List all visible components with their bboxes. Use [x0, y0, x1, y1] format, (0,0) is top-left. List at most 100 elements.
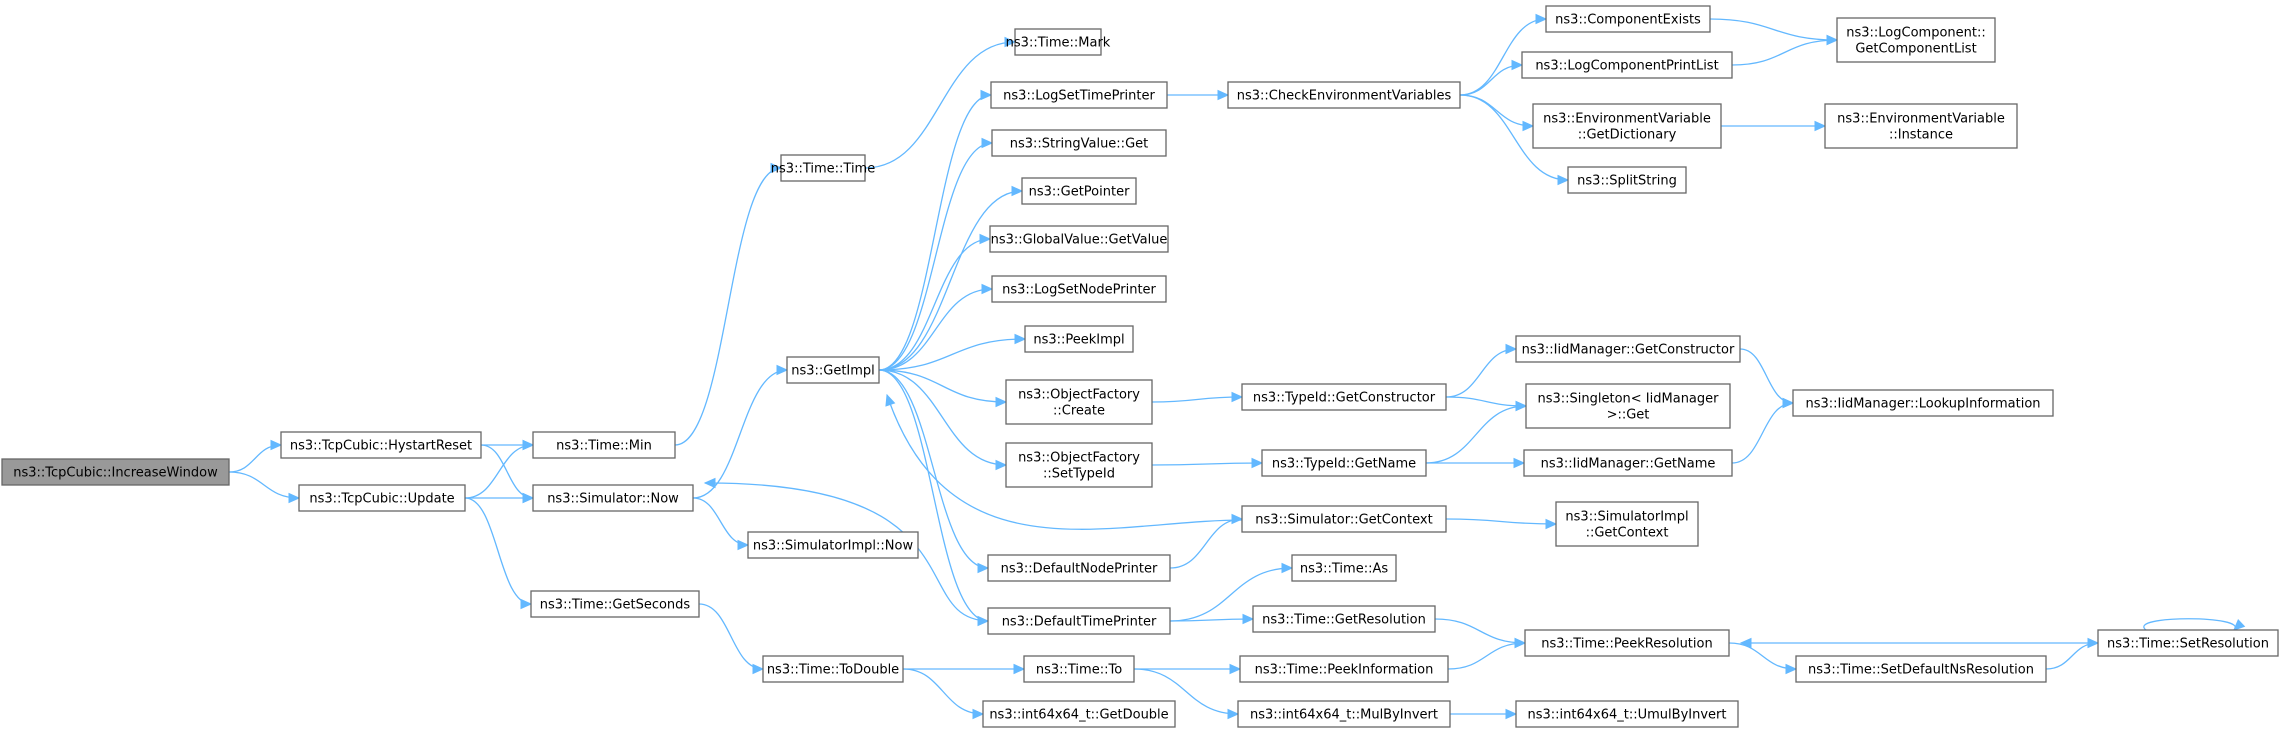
node-label: ns3::SimulatorImpl	[1565, 510, 1688, 525]
edge-line	[878, 94, 992, 371]
node-defaultnodeprinter[interactable]: ns3::DefaultNodePrinter	[987, 554, 1171, 582]
call-edge	[902, 668, 985, 720]
node-label: ns3::LogComponent::	[1846, 26, 1986, 41]
node-label: ns3::SimulatorImpl::Now	[753, 539, 914, 554]
node-label: ns3::LogComponentPrintList	[1535, 59, 1718, 74]
edge-arrowhead	[1229, 663, 1242, 675]
node-splitstring[interactable]: ns3::SplitString	[1567, 166, 1687, 194]
call-edge	[878, 333, 1027, 371]
node-time-to[interactable]: ns3::Time::To	[1023, 655, 1135, 683]
node-time-mark[interactable]: ns3::Time::Mark	[1006, 28, 1111, 56]
node-time-peekinformation[interactable]: ns3::Time::PeekInformation	[1239, 655, 1449, 683]
edge-line	[878, 369, 989, 569]
node-iidmanager-lookupinformation[interactable]: ns3::IidManager::LookupInformation	[1792, 389, 2054, 417]
node-time-time[interactable]: ns3::Time::Time	[771, 154, 875, 182]
node-hystart-reset[interactable]: ns3::TcpCubic::HystartReset	[280, 431, 482, 459]
node-time-as[interactable]: ns3::Time::As	[1291, 554, 1397, 582]
node-increase-window[interactable]: ns3::TcpCubic::IncreaseWindow	[1, 458, 230, 486]
edge-arrowhead	[703, 477, 716, 489]
node-label: ns3::EnvironmentVariable	[1543, 112, 1711, 127]
edge-line	[864, 41, 1016, 169]
node-box	[1237, 700, 1451, 728]
node-label: ::Create	[1053, 404, 1105, 419]
node-label: >::Get	[1607, 408, 1650, 423]
edge-arrowhead	[737, 539, 750, 551]
node-box	[989, 225, 1169, 253]
node-int64-mulbyinvert[interactable]: ns3::int64x64_t::MulByInvert	[1237, 700, 1451, 728]
node-time-getseconds[interactable]: ns3::Time::GetSeconds	[530, 590, 700, 618]
call-edge	[674, 162, 783, 446]
call-edge	[1434, 618, 1527, 649]
node-sim-now[interactable]: ns3::Simulator::Now	[532, 484, 694, 512]
edge-line	[1445, 396, 1527, 407]
edge-line	[1434, 618, 1526, 644]
edge-arrowhead	[288, 492, 301, 504]
node-globalvalue-getvalue[interactable]: ns3::GlobalValue::GetValue	[989, 225, 1169, 253]
node-time-setresolution[interactable]: ns3::Time::SetResolution	[2097, 629, 2279, 657]
node-label: ns3::IidManager::LookupInformation	[1805, 397, 2040, 412]
edge-line	[878, 338, 1026, 371]
node-label: ns3::int64x64_t::MulByInvert	[1250, 708, 1438, 723]
node-box	[1555, 501, 1699, 547]
node-label: ns3::Time::GetSeconds	[540, 598, 691, 613]
call-edge	[1169, 513, 1244, 569]
edge-arrowhead	[1217, 89, 1230, 101]
edge-line	[878, 369, 989, 622]
node-label: ns3::Singleton< IidManager	[1537, 392, 1719, 407]
node-box	[990, 81, 1168, 109]
node-logcomponentprintlist[interactable]: ns3::LogComponentPrintList	[1521, 51, 1733, 79]
node-of-create[interactable]: ns3::ObjectFactory::Create	[1005, 379, 1153, 425]
node-label: ns3::Time::PeekResolution	[1541, 637, 1712, 652]
call-edge	[1739, 348, 1795, 409]
edge-line	[1731, 402, 1794, 464]
node-logsetnodeprinter[interactable]: ns3::LogSetNodePrinter	[991, 275, 1167, 303]
edge-arrowhead	[1281, 562, 1294, 574]
node-update[interactable]: ns3::TcpCubic::Update	[298, 484, 466, 512]
node-getpointer[interactable]: ns3::GetPointer	[1021, 177, 1137, 205]
node-box	[1515, 700, 1739, 728]
node-iidmanager-getname[interactable]: ns3::IidManager::GetName	[1523, 449, 1733, 477]
node-simimpl-now[interactable]: ns3::SimulatorImpl::Now	[747, 531, 919, 559]
edge-line	[1425, 405, 1527, 464]
node-iidmanager-getconstructor[interactable]: ns3::IidManager::GetConstructor	[1515, 335, 1741, 363]
node-int64-getdouble[interactable]: ns3::int64x64_t::GetDouble	[982, 700, 1176, 728]
edge-arrowhead	[1511, 59, 1524, 71]
node-envvar-instance[interactable]: ns3::EnvironmentVariable::Instance	[1824, 103, 2018, 149]
node-time-getresolution[interactable]: ns3::Time::GetResolution	[1252, 605, 1436, 633]
node-of-settypeid[interactable]: ns3::ObjectFactory::SetTypeId	[1005, 442, 1153, 488]
node-time-peekresolution[interactable]: ns3::Time::PeekResolution	[1524, 629, 1730, 657]
node-peekimpl[interactable]: ns3::PeekImpl	[1024, 325, 1134, 353]
node-simimpl-getcontext[interactable]: ns3::SimulatorImpl::GetContext	[1555, 501, 1699, 547]
edge-arrowhead	[1814, 120, 1827, 132]
node-stringvalue-get[interactable]: ns3::StringValue::Get	[991, 129, 1167, 157]
node-label: ns3::CheckEnvironmentVariables	[1237, 89, 1452, 104]
call-edges	[228, 13, 2246, 720]
node-componentexists[interactable]: ns3::ComponentExists	[1545, 5, 1711, 33]
node-defaulttimeprinter[interactable]: ns3::DefaultTimePrinter	[987, 607, 1171, 635]
node-envvar-getdictionary[interactable]: ns3::EnvironmentVariable::GetDictionary	[1532, 103, 1722, 149]
node-box	[280, 431, 482, 459]
node-time-setdefaultnsresolution[interactable]: ns3::Time::SetDefaultNsResolution	[1795, 655, 2047, 683]
node-getimpl[interactable]: ns3::GetImpl	[786, 356, 880, 384]
node-singleton-get[interactable]: ns3::Singleton< IidManager>::Get	[1525, 383, 1731, 429]
node-int64-umulbyinvert[interactable]: ns3::int64x64_t::UmulByInvert	[1515, 700, 1739, 728]
call-edge	[1739, 637, 2098, 649]
edge-arrowhead	[1231, 391, 1244, 403]
node-time-todouble[interactable]: ns3::Time::ToDouble	[762, 655, 904, 683]
node-time-min[interactable]: ns3::Time::Min	[532, 431, 676, 459]
edge-arrowhead	[1782, 397, 1795, 409]
edge-line	[878, 369, 1007, 466]
node-logcomponent-getcomponentlist[interactable]: ns3::LogComponent::GetComponentList	[1836, 17, 1996, 63]
node-box	[1239, 655, 1449, 683]
edge-line	[1447, 642, 1526, 670]
node-typeid-getname[interactable]: ns3::TypeId::GetName	[1261, 449, 1427, 477]
node-logsettimeprinter[interactable]: ns3::LogSetTimePrinter	[990, 81, 1168, 109]
node-box	[2097, 629, 2279, 657]
node-checkenv[interactable]: ns3::CheckEnvironmentVariables	[1227, 81, 1461, 109]
node-sim-getcontext[interactable]: ns3::Simulator::GetContext	[1241, 505, 1447, 533]
edge-line	[902, 668, 984, 715]
call-edge	[878, 369, 990, 574]
node-box	[1515, 335, 1741, 363]
node-typeid-getconstructor[interactable]: ns3::TypeId::GetConstructor	[1241, 383, 1447, 411]
edge-line	[2143, 618, 2237, 631]
